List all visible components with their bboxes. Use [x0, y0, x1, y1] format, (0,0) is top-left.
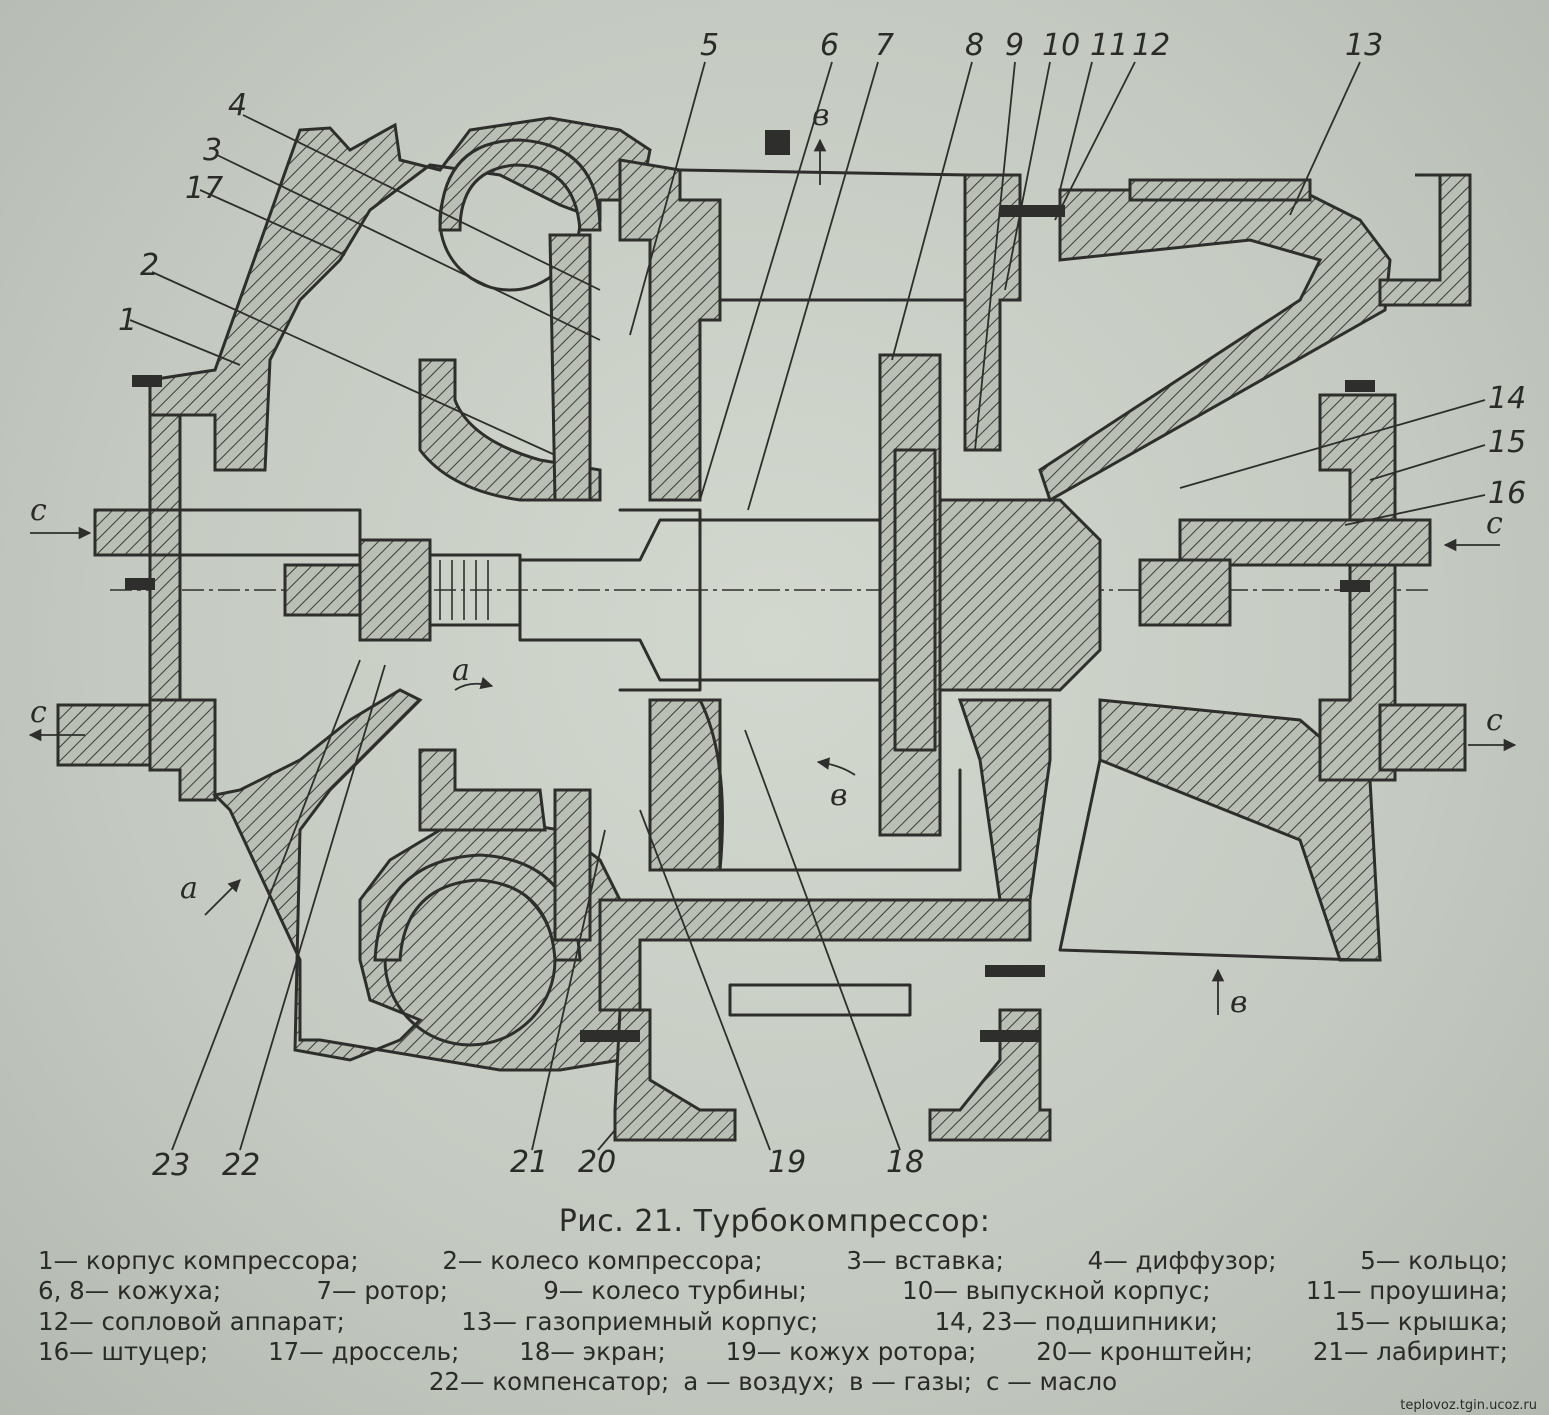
legend-item: 1— корпус компрессора; [38, 1246, 359, 1275]
oil-pipes-left [56, 508, 362, 767]
legend-item: с — масло [986, 1367, 1118, 1397]
flow-label-oil-right-in: с [1486, 506, 1503, 541]
legend-item: 7— ротор; [316, 1276, 448, 1306]
legend-item: 12— сопловой аппарат; [38, 1306, 345, 1336]
flow-label-air-mid: a [452, 653, 470, 688]
bolts [125, 130, 1375, 1042]
part-number-2: 2 [140, 248, 159, 283]
legend-line-2: 6, 8— кожуха; 7— ротор; 9— колесо турбин… [38, 1276, 1508, 1306]
part-number-6: 6 [820, 28, 839, 63]
part-number-8: 8 [965, 28, 984, 63]
part-number-23: 23 [152, 1148, 190, 1183]
legend-item: 6, 8— кожуха; [38, 1276, 222, 1306]
legend-line-4: 16— штуцер; 17— дроссель; 18— экран; 19—… [38, 1337, 1508, 1367]
legend-item: 2— колесо компрессора; [442, 1246, 763, 1275]
part-number-7: 7 [875, 28, 894, 63]
compressor-wheel [418, 233, 602, 942]
bearing-left [283, 538, 522, 642]
legend-line-5: 22— компенсатор; а — воздух; в — газы; с… [38, 1367, 1508, 1397]
legend-item: 15— крышка; [1334, 1306, 1508, 1336]
legend-item: 13— газоприемный корпус; [461, 1306, 819, 1336]
part-number-1: 1 [118, 303, 137, 338]
legend-item: в — газы; [848, 1367, 972, 1397]
flow-label-gas-top: в [812, 98, 829, 133]
part-number-19: 19 [768, 1145, 806, 1180]
legend-item: 9— колесо турбины; [543, 1276, 807, 1306]
figure-title: Рис. 21. Турбокомпрессор: [558, 1204, 991, 1239]
legend-item: 3— вставка; [846, 1246, 1004, 1275]
flow-label-oil-left-in: с [30, 493, 47, 528]
legend-item: 16— штуцер; [38, 1336, 209, 1366]
part-number-4: 4 [228, 88, 247, 123]
legend-item: 4— диффузор; [1087, 1246, 1277, 1275]
part-number-5: 5 [700, 28, 719, 63]
legend-item: 20— кронштейн; [1036, 1336, 1253, 1366]
legend-item: 5— кольцо; [1360, 1246, 1508, 1275]
legend-line-1: 1— корпус компрессора; 2— колесо компрес… [38, 1246, 1508, 1276]
part-number-13: 13 [1345, 28, 1383, 63]
callout-lines [129, 61, 1486, 1151]
legend-item: 17— дроссель; [268, 1336, 460, 1366]
part-number-11: 11 [1090, 28, 1128, 63]
central-casing [598, 158, 1032, 1012]
outlet-housing [938, 173, 1102, 902]
flow-label-air-left: a [180, 871, 198, 906]
part-number-12: 12 [1132, 28, 1170, 63]
watermark: teplovoz.tgin.ucoz.ru [1400, 1398, 1537, 1413]
part-numbers: 4 3 17 2 1 5 6 7 8 9 10 11 12 13 14 15 1… [118, 28, 1526, 1183]
part-number-20: 20 [578, 1145, 616, 1180]
turbocompressor-drawing: с с с с в в в a a 4 3 17 2 1 [28, 28, 1526, 1183]
part-number-18: 18 [886, 1145, 924, 1180]
flow-label-oil-right-out: с [1486, 703, 1503, 738]
legend-item: 14, 23— подшипники; [934, 1306, 1219, 1336]
flow-label-gas-bottom: в [1230, 985, 1247, 1020]
flow-label-gas-mid: в [830, 778, 847, 813]
legend-item: 19— кожух ротора; [725, 1336, 977, 1366]
legend-item: а — воздух; [683, 1367, 835, 1397]
part-number-21: 21 [510, 1145, 548, 1180]
part-number-22: 22 [222, 1148, 260, 1183]
flow-arrows [28, 138, 1517, 1015]
legend-line-3: 12— сопловой аппарат; 13— газоприемный к… [38, 1307, 1508, 1337]
mounting-feet [613, 983, 1052, 1142]
legend: 1— корпус компрессора; 2— колесо компрес… [38, 1246, 1508, 1397]
legend-item: 10— выпускной корпус; [902, 1276, 1211, 1306]
cover-right [1138, 393, 1467, 782]
legend-item: 11— проушина; [1305, 1276, 1508, 1306]
legend-item: 18— экран; [519, 1336, 666, 1366]
gas-intake-housing [1038, 173, 1472, 962]
part-number-9: 9 [1005, 28, 1024, 63]
part-number-14: 14 [1488, 381, 1526, 416]
part-number-16: 16 [1488, 476, 1526, 511]
part-number-17: 17 [185, 171, 223, 206]
rotor-shaft [518, 508, 882, 692]
part-number-3: 3 [203, 133, 222, 168]
part-number-10: 10 [1042, 28, 1080, 63]
flow-label-oil-left-out: с [30, 695, 47, 730]
legend-item: 22— компенсатор; [428, 1367, 670, 1397]
legend-item: 21— лабиринт; [1312, 1336, 1508, 1366]
turbine-wheel [878, 353, 942, 837]
part-number-15: 15 [1488, 425, 1526, 460]
